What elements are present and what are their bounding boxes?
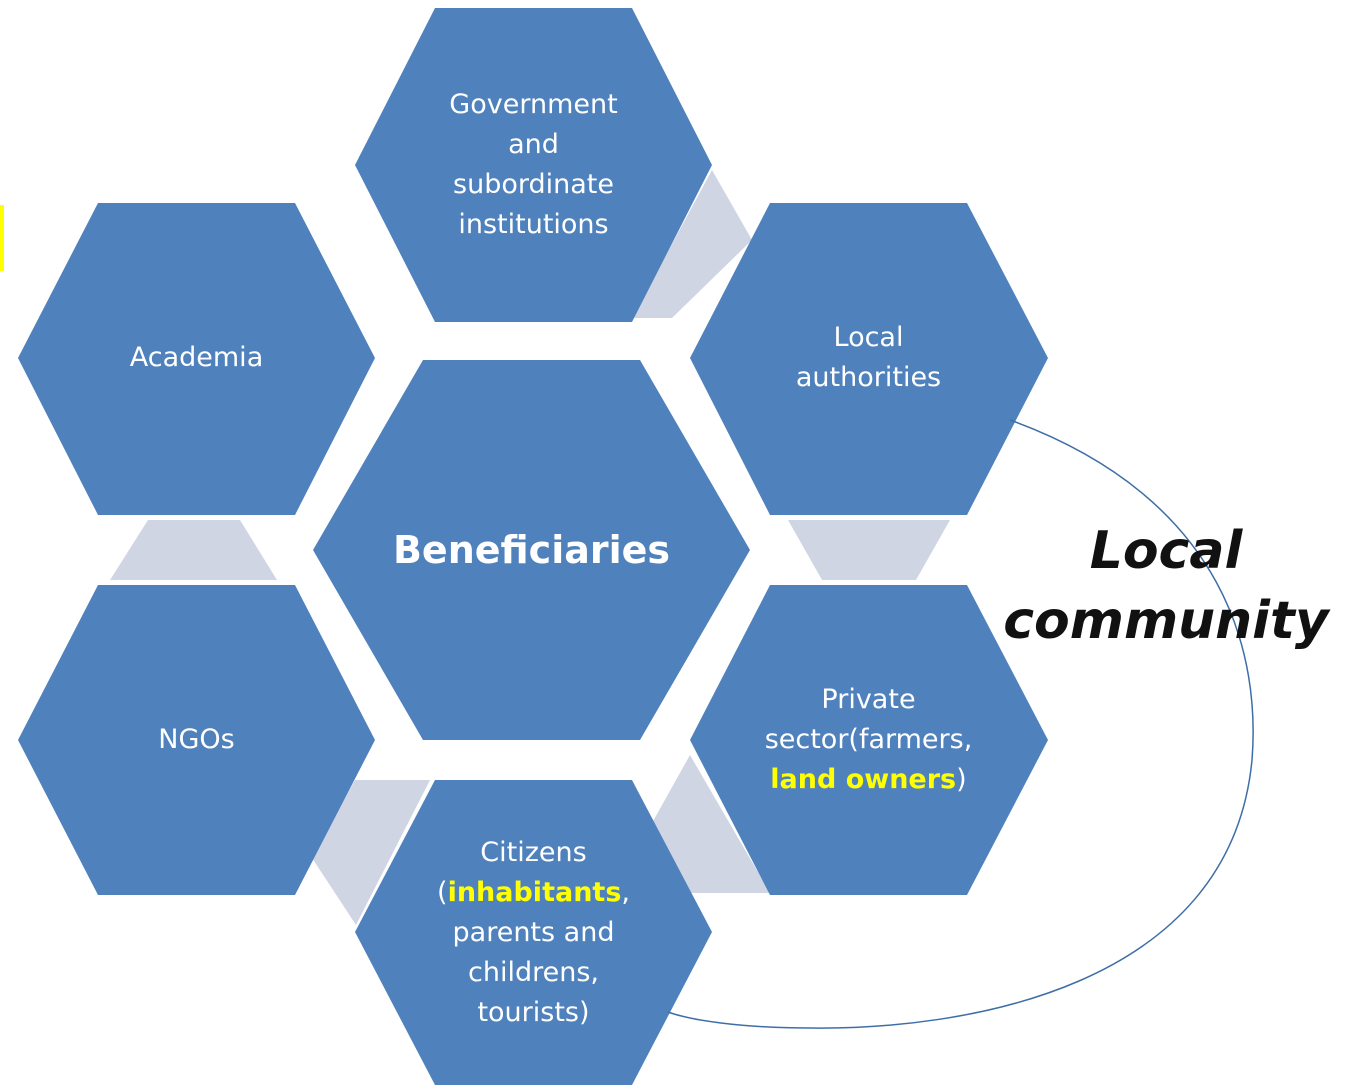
hexagon-ngos xyxy=(18,585,375,895)
private-sector-label: Private sector(farmers, land owners) xyxy=(720,680,1017,800)
beneficiaries-label: Beneficiaries xyxy=(392,528,671,572)
academia-label: Academia xyxy=(129,342,264,373)
connector-private-sector-citizens xyxy=(652,755,770,893)
government-line-4: institutions xyxy=(458,209,609,240)
government-line-1: Government xyxy=(449,89,618,120)
yellow-marker xyxy=(0,205,4,271)
citizens-line-2-tail: , xyxy=(621,877,630,908)
local-community-line-1: Local xyxy=(1089,521,1243,581)
local-authorities-label: Local authorities xyxy=(720,318,1017,398)
hexagon-academia xyxy=(18,203,375,515)
connector-local-authorities-private-sector xyxy=(788,520,950,580)
hexagon-private-sector xyxy=(690,585,1048,895)
local-community-label: Local community xyxy=(990,516,1342,656)
local-community-ellipse xyxy=(667,419,1254,1029)
local-community-line-2: community xyxy=(1003,591,1329,651)
citizens-line-1: Citizens xyxy=(480,837,587,868)
connector-citizens-ngos xyxy=(312,780,430,925)
local-authorities-line-2: authorities xyxy=(795,362,942,393)
hexagon-local-authorities xyxy=(690,203,1048,515)
hexagon-citizens xyxy=(355,780,712,1085)
hexagon-beneficiaries xyxy=(313,360,750,740)
private-sector-line-3-tail: ) xyxy=(956,764,967,795)
hexagon-government xyxy=(355,8,712,322)
citizens-line-2: (inhabitants, xyxy=(437,873,630,913)
government-label: Government and subordinate institutions xyxy=(385,80,682,250)
connector-government-local-authorities xyxy=(632,170,752,318)
ngos-label: NGOs xyxy=(158,724,235,755)
inhabitants-highlight: inhabitants xyxy=(447,877,622,908)
private-sector-line-3: land owners) xyxy=(770,760,966,800)
citizens-line-5: tourists) xyxy=(477,997,590,1028)
land-owners-highlight: land owners xyxy=(770,764,957,795)
citizens-line-2-open: ( xyxy=(437,877,448,908)
private-sector-line-2: sector(farmers, xyxy=(764,724,973,755)
government-line-2: and xyxy=(508,129,559,160)
citizens-label: Citizens (inhabitants, parents and child… xyxy=(385,833,682,1033)
government-line-3: subordinate xyxy=(453,169,614,200)
local-authorities-line-1: Local xyxy=(833,322,904,353)
citizens-line-4: childrens, xyxy=(468,957,599,988)
citizens-line-3: parents and xyxy=(452,917,615,948)
connector-ngos-academia xyxy=(110,520,277,580)
private-sector-line-1: Private xyxy=(821,684,916,715)
